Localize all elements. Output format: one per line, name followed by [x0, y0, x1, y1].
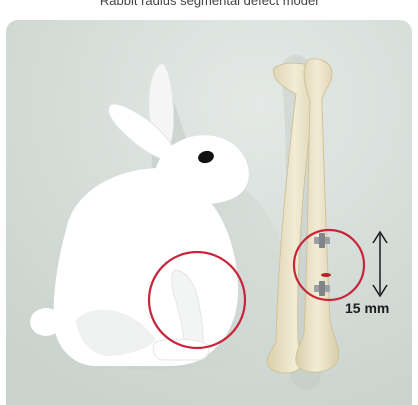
illustration-panel — [6, 20, 412, 405]
cropped-caption-strip: Rabbit radius segmental defect model — [0, 0, 418, 18]
illustration-canvas — [6, 20, 412, 405]
measurement-label: 15 mm — [345, 300, 389, 316]
cropped-caption: Rabbit radius segmental defect model — [0, 0, 418, 8]
